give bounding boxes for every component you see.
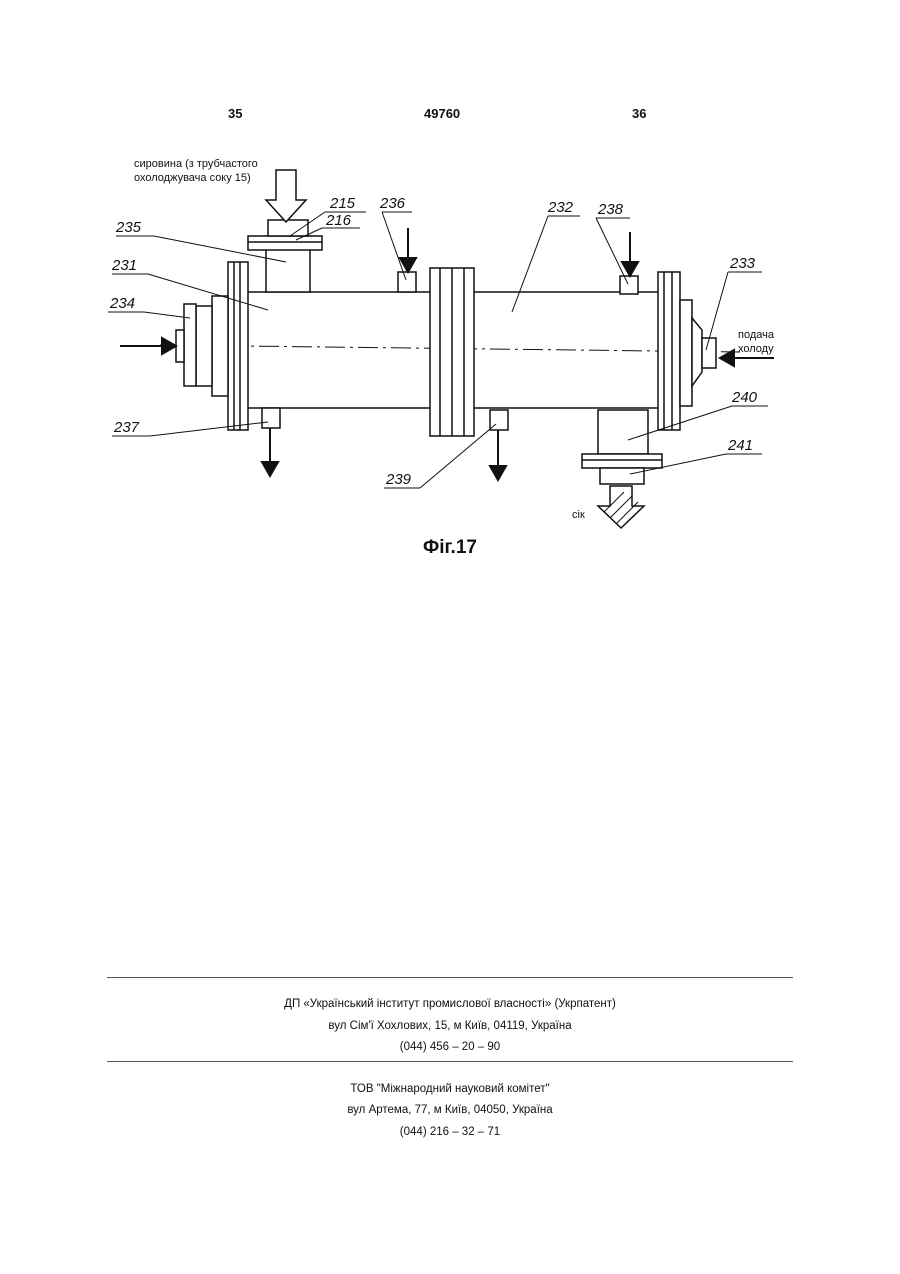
org2-phone: (044) 216 – 32 – 71	[0, 1126, 900, 1138]
ref-235: 235	[115, 219, 142, 236]
outlet-flange-241	[582, 454, 662, 468]
raw-material-note-line1: сировина (з трубчастого	[134, 158, 258, 170]
ref-241: 241	[727, 437, 753, 454]
outlet-nozzle-240	[598, 410, 648, 454]
ref-236: 236	[379, 195, 406, 212]
left-flange-inner	[212, 296, 228, 396]
right-flange	[658, 272, 680, 430]
org2-address: вул Артема, 77, м Київ, 04050, Україна	[0, 1104, 900, 1116]
ref-240: 240	[731, 389, 758, 406]
cold-inlet-pipe	[702, 338, 716, 368]
juice-label: сік	[572, 509, 585, 521]
ref-238: 238	[597, 201, 624, 218]
org1-phone: (044) 456 – 20 – 90	[0, 1041, 900, 1053]
raw-material-note-line2: охолоджувача соку 15)	[134, 172, 251, 184]
raw-material-arrow	[266, 170, 306, 222]
ref-232: 232	[547, 199, 574, 216]
port-237	[262, 408, 280, 428]
ref-233: 233	[729, 255, 756, 272]
org1-name: ДП «Український інститут промислової вла…	[0, 998, 900, 1010]
figure-caption: Фіг.17	[0, 537, 900, 559]
ref-215: 215	[329, 195, 356, 212]
right-cover-233	[680, 300, 692, 406]
port-236	[398, 272, 416, 292]
left-flange-231	[228, 262, 248, 430]
cold-supply-line1: подача	[738, 329, 775, 341]
footer-rule-middle	[107, 1061, 793, 1062]
cold-supply-line2: холоду	[738, 343, 774, 355]
ref-234: 234	[109, 295, 135, 312]
left-cover-234	[196, 306, 212, 386]
ref-239: 239	[385, 471, 412, 488]
ref-216: 216	[325, 212, 352, 229]
ref-237: 237	[113, 419, 140, 436]
org1-address: вул Сім'ї Хохлових, 15, м Київ, 04119, У…	[0, 1020, 900, 1032]
ref-231: 231	[111, 257, 137, 274]
port-238	[620, 276, 638, 294]
org2-name: ТОВ "Міжнародний науковий комітет"	[0, 1083, 900, 1095]
footer-rule-top	[107, 977, 793, 978]
inlet-flange-216	[248, 236, 322, 250]
figure-17-drawing: 215 216 236 232 238 235 233 231 234 240 …	[0, 0, 900, 560]
